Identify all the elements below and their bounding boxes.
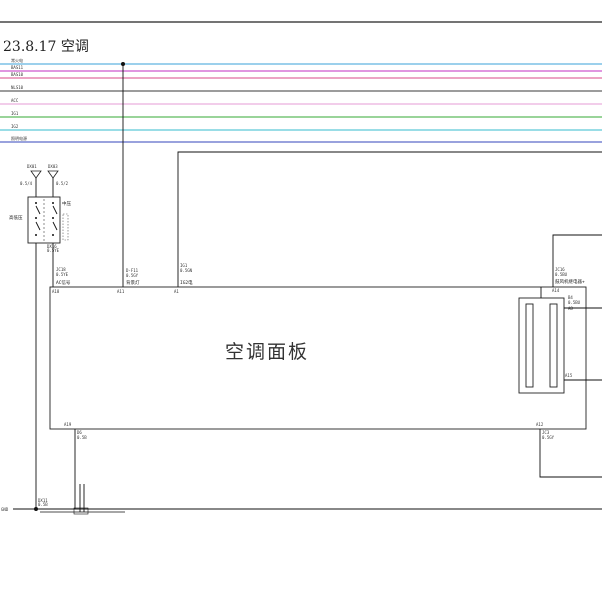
relay-coil-icon — [525, 303, 534, 388]
wire-a14 — [552, 234, 602, 287]
contact-dot — [35, 202, 37, 204]
pin-id: A19 — [64, 422, 72, 427]
contact-dot — [52, 217, 54, 219]
switch-mid-label: 中压 — [62, 200, 71, 207]
contact-dot — [52, 234, 54, 236]
relay-contact-icon — [549, 303, 558, 388]
wire-a1 — [177, 151, 602, 287]
rail-label: BAS11 — [11, 65, 24, 70]
pin-wire: 0.5BU — [555, 272, 568, 277]
rail-label: BAS10 — [11, 72, 24, 77]
contact-dot — [35, 234, 37, 236]
pin-wire: 0.5GY — [542, 435, 555, 440]
junction-dot — [34, 507, 38, 511]
ac-panel: 空调面板 A19 D6 0.5B JC16 0.5BU 鼓风机继电器+ A14 … — [49, 234, 602, 509]
pin-id: A18 — [52, 289, 60, 294]
pin-id: A11 — [117, 289, 125, 294]
pin-ref: JC18 — [56, 267, 66, 272]
pin-wire: 0.5B — [77, 435, 87, 440]
rail-label: IG1 — [11, 111, 19, 116]
ac-panel-box — [49, 286, 587, 430]
ground-terminal-icon — [73, 507, 89, 515]
rail-label: IG2 — [11, 124, 19, 129]
switch-contact-icon — [35, 221, 41, 231]
terminal-triangle-icon — [30, 170, 42, 179]
switch-wire-label: 0.5/2 — [56, 181, 69, 186]
rail-label: NLS10 — [11, 85, 24, 90]
contact-dot — [35, 217, 37, 219]
pin-label: AC信号 — [56, 279, 71, 286]
pin-id: A1 — [174, 289, 179, 294]
pin-label: 背景灯 — [126, 279, 140, 286]
ground-wire: 0.5B — [38, 502, 48, 507]
pin-ref: B4 — [568, 295, 573, 300]
pin-id: A12 — [536, 422, 544, 427]
pin-ref: JC16 — [555, 267, 565, 272]
pin-ref: D6 — [77, 430, 82, 435]
switch-contact-icon — [35, 205, 41, 215]
page-title: 23.8.17 空调 — [3, 39, 89, 55]
switch-contact-icon — [52, 221, 58, 231]
switch-terminal-label: DX03 — [48, 164, 58, 169]
wire-a12 — [539, 429, 602, 478]
pressure-switch: DX01 DX03 0.5/4 0.5/2 高低压 中压 DX16 0.5YE — [9, 164, 71, 253]
pin-id: A15 — [565, 373, 573, 378]
pin-ref: JC3 — [542, 430, 550, 435]
switch-terminal-block — [62, 213, 69, 241]
rail-label: 照明电源 — [11, 135, 27, 141]
switch-bottom-label: DX16 — [47, 244, 57, 249]
pin-id: A14 — [552, 288, 560, 293]
ac-panel-name: 空调面板 — [225, 341, 309, 363]
pin-ref: IG1 — [180, 263, 188, 268]
pin-wire: 0.5BU — [568, 300, 581, 305]
rail-label: 常火电 — [11, 57, 23, 63]
power-rails: 常火电 BAS11 BAS10 NLS10 ACC IG1 IG2 照明电源 — [0, 57, 602, 143]
blower-relay-box — [518, 297, 565, 394]
ground-label: GND — [1, 507, 9, 512]
pin-wire: 0.5GY — [126, 273, 139, 278]
switch-contact-icon — [52, 205, 58, 215]
rail-label: ACC — [11, 98, 19, 103]
ground-bus: GND DX11 0.5B — [1, 484, 602, 515]
ground-ref: DX11 — [38, 498, 48, 503]
switch-body — [27, 196, 61, 244]
pin-wire: 0.5YE — [56, 272, 69, 277]
pin-label: IG2电 — [180, 279, 193, 286]
terminal-triangle-icon — [47, 170, 59, 179]
pin-wire: 0.5GN — [180, 268, 193, 273]
pin-id: A8 — [568, 306, 573, 311]
pin-label: 鼓风机继电器+ — [555, 278, 585, 285]
contact-dot — [52, 202, 54, 204]
pin-ref: D-F11 — [126, 268, 139, 273]
switch-terminal-label: DX01 — [27, 164, 37, 169]
switch-name: 高低压 — [9, 214, 23, 221]
switch-wire-label: 0.5/4 — [20, 181, 33, 186]
